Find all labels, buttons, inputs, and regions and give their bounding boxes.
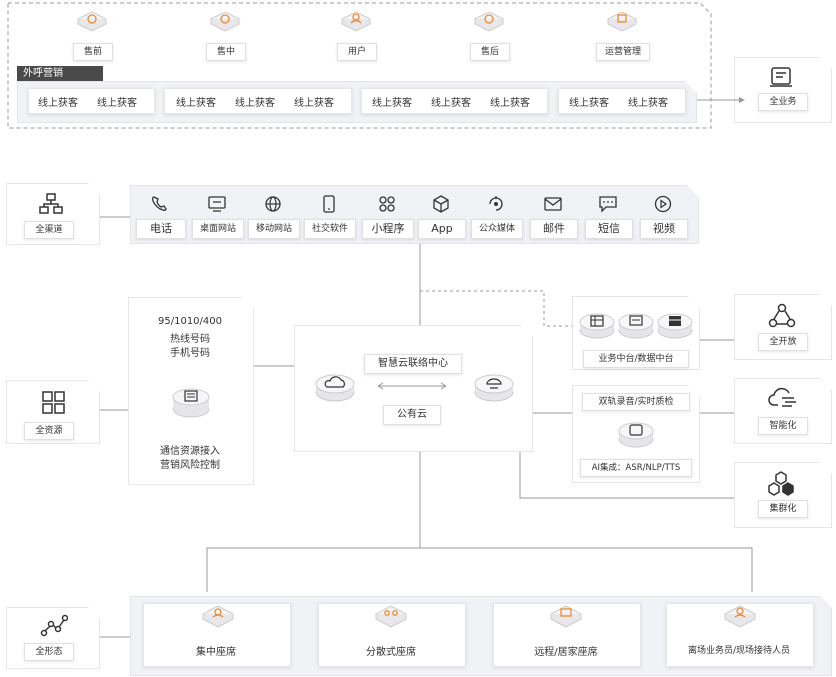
user-icon bbox=[340, 11, 372, 32]
aftersale-icon bbox=[473, 11, 505, 32]
channel-label: 桌面网站 bbox=[192, 219, 244, 239]
outbound-item: 线上获客 bbox=[294, 98, 334, 109]
stage-label: 售前 bbox=[73, 43, 113, 61]
media-refresh-icon bbox=[489, 196, 503, 211]
presale-icon bbox=[76, 11, 108, 32]
cluster-card bbox=[734, 462, 832, 528]
mobile-icon bbox=[323, 195, 335, 213]
outbound-group bbox=[361, 88, 548, 114]
resource-number: 热线号码 bbox=[170, 334, 210, 345]
sms-icon bbox=[599, 196, 617, 213]
channel-label: 社交软件 bbox=[304, 219, 356, 239]
channel-label: 邮件 bbox=[530, 219, 578, 239]
outbound-group bbox=[28, 88, 155, 114]
share-network-icon bbox=[768, 303, 796, 328]
ai-integration: AI集成：ASR/NLP/TTS bbox=[580, 459, 692, 477]
data-table-icon bbox=[579, 313, 615, 339]
outbound-item: 线上获客 bbox=[569, 98, 609, 109]
distributed-seat-icon bbox=[374, 605, 408, 628]
channel-label: 短信 bbox=[585, 219, 633, 239]
middle-platform-label: 业务中台/数据中台 bbox=[583, 350, 689, 368]
box-icon bbox=[657, 313, 693, 339]
outbound-group bbox=[164, 88, 352, 114]
outbound-item: 线上获客 bbox=[628, 98, 668, 109]
centralized-seat-icon bbox=[201, 605, 235, 628]
cloud-speed-icon bbox=[768, 387, 796, 407]
seat-label: 集中座席 bbox=[196, 647, 236, 658]
mail-icon bbox=[544, 197, 562, 211]
resource-footer: 营销风险控制 bbox=[160, 460, 220, 471]
all-resources-label: 全资源 bbox=[24, 422, 74, 440]
resource-number: 手机号码 bbox=[170, 348, 210, 359]
remote-seat-icon bbox=[549, 605, 583, 628]
server-icon bbox=[172, 388, 210, 418]
phone-icon bbox=[152, 196, 167, 211]
outbound-item: 线上获客 bbox=[176, 98, 216, 109]
stage-label: 售中 bbox=[206, 43, 246, 61]
resource-number: 95/1010/400 bbox=[158, 316, 222, 327]
ai-chip-icon bbox=[618, 422, 654, 448]
resource-footer: 通信资源接入 bbox=[160, 446, 220, 457]
document-icon bbox=[770, 67, 792, 87]
channel-label: 移动网站 bbox=[248, 219, 300, 239]
channel-label: 小程序 bbox=[362, 219, 414, 239]
app-cube-icon bbox=[433, 195, 449, 213]
operations-icon bbox=[606, 11, 638, 32]
outbound-item: 线上获客 bbox=[97, 98, 137, 109]
cluster-label: 集群化 bbox=[758, 500, 808, 518]
public-cloud-label: 公有云 bbox=[383, 405, 441, 425]
bidirectional-arrow-icon bbox=[377, 382, 447, 390]
grid-icon bbox=[42, 391, 65, 414]
outbound-item: 线上获客 bbox=[490, 98, 530, 109]
video-play-icon bbox=[654, 195, 672, 213]
all-forms-label: 全形态 bbox=[24, 643, 74, 661]
field-staff-icon bbox=[723, 605, 757, 628]
desktop-icon bbox=[208, 196, 226, 212]
contact-center-title: 智慧云联络中心 bbox=[364, 354, 462, 374]
router-icon bbox=[474, 374, 514, 402]
all-business-label: 全业务 bbox=[758, 93, 808, 111]
seat-label: 远程/居家座席 bbox=[534, 647, 598, 658]
cloud-icon bbox=[315, 374, 355, 402]
all-channels-label: 全渠道 bbox=[24, 221, 74, 239]
insale-icon bbox=[209, 11, 241, 32]
cluster-icon bbox=[768, 471, 794, 496]
trend-nodes-icon bbox=[40, 614, 68, 637]
channel-label: App bbox=[418, 219, 466, 239]
outbound-group bbox=[558, 88, 686, 114]
outbound-item: 线上获客 bbox=[38, 98, 78, 109]
outbound-title: 外呼营销 bbox=[17, 66, 103, 81]
seat-label: 分散式座席 bbox=[366, 647, 416, 658]
stage-label: 用户 bbox=[337, 43, 377, 61]
channel-label: 电话 bbox=[136, 219, 186, 239]
intelligent-label: 智能化 bbox=[758, 417, 808, 435]
top-region-border bbox=[7, 2, 712, 129]
mini-program-icon bbox=[379, 196, 395, 212]
open-label: 全开放 bbox=[758, 333, 808, 351]
stage-label: 售后 bbox=[470, 43, 510, 61]
ai-title: 双轨录音/实时质检 bbox=[582, 393, 690, 411]
globe-icon bbox=[265, 196, 281, 212]
seat-label: 离场业务员/现场接待人员 bbox=[687, 646, 791, 656]
stage-label: 运营管理 bbox=[596, 43, 650, 61]
outbound-item: 线上获客 bbox=[235, 98, 275, 109]
channel-label: 公众媒体 bbox=[471, 219, 523, 239]
outbound-item: 线上获客 bbox=[372, 98, 412, 109]
monitor-icon bbox=[618, 313, 654, 339]
outbound-item: 线上获客 bbox=[431, 98, 471, 109]
org-chart-icon bbox=[39, 193, 63, 214]
channel-label: 视频 bbox=[640, 219, 688, 239]
